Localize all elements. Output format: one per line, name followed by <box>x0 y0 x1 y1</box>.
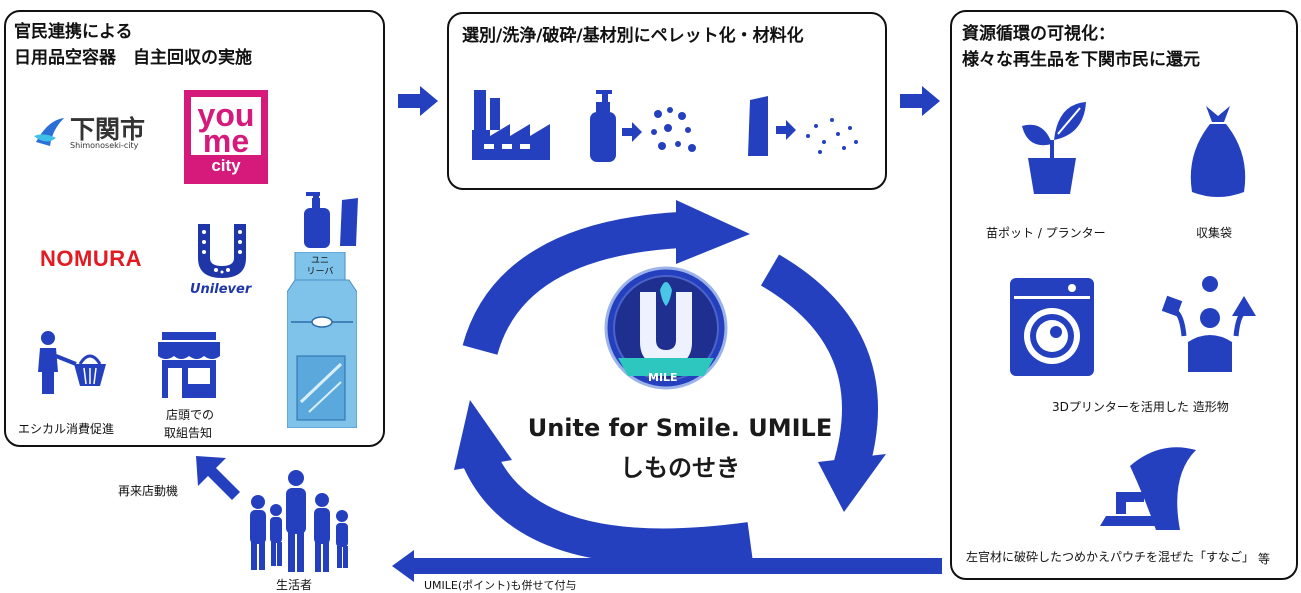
family-icon <box>250 470 348 572</box>
left-panel-heading-line2: 日用品空容器 自主回収の実施 <box>14 48 252 68</box>
plant-pot-icon <box>1022 102 1086 194</box>
shimonoseki-logo-text: 下関市 <box>70 115 146 144</box>
consumer-label: 生活者 <box>276 578 313 592</box>
left-panel-heading-line1: 官民連携による <box>14 22 133 42</box>
factory-icon <box>472 90 550 160</box>
youme-logo-city: city <box>191 155 261 177</box>
bottle-shred-icon <box>590 90 696 162</box>
bag-label: 収集袋 <box>1196 226 1233 240</box>
collection-bag-icon <box>1190 106 1246 197</box>
collection-box-label: ユニ リーバ <box>306 256 334 277</box>
shimonoseki-logo: 下関市 Shimonoseki-city <box>30 108 160 154</box>
youme-logo-me: me <box>202 123 250 159</box>
store-label-line1: 店頭での <box>166 408 215 422</box>
points-arrow <box>392 550 942 582</box>
middle-panel-heading: 選別/洗浄/破砕/基材別にペレット化・材料化 <box>462 26 804 46</box>
store-icon <box>158 332 220 398</box>
washing-machine-icon <box>1010 278 1094 376</box>
plaster-trowel-icon <box>1100 447 1196 530</box>
center-title-line1: Unite for Smile. UMILE <box>527 414 833 442</box>
middle-panel <box>447 12 887 190</box>
unilever-logo-text: Unilever <box>190 282 252 297</box>
plaster-label: 左官材に破砕したつめかえパウチを混ぜた「すなご」 <box>966 550 1255 564</box>
refill-pouch-icon <box>340 198 358 246</box>
arrow-right-icon-1 <box>398 86 438 116</box>
right-panel <box>950 10 1298 580</box>
pot-label: 苗ポット / プランター <box>986 226 1106 240</box>
center-title-line2: しものせき <box>620 454 740 482</box>
shopper-basket-icon <box>38 331 106 394</box>
shimonoseki-logo-sub: Shimonoseki-city <box>70 141 139 150</box>
right-panel-heading-line2: 様々な再生品を下関市民に還元 <box>962 50 1200 70</box>
cycle-arrows <box>454 200 886 565</box>
ethical-consumption-label: エシカル消費促進 <box>18 422 115 436</box>
youme-logo-you: you <box>197 97 255 133</box>
umile-logo-text: MILE <box>648 371 678 384</box>
points-label: UMILE(ポイント)も併せて付与 <box>424 579 577 592</box>
nomura-logo: NOMURA <box>40 246 142 271</box>
store-label-line2: 取組告知 <box>164 426 213 440</box>
printer-label: 3Dプリンターを活用した 造形物 <box>1052 400 1229 414</box>
arrow-right-icon-2 <box>900 86 940 116</box>
pouch-shred-icon <box>748 96 858 156</box>
youme-city-logo: you me city <box>184 90 268 184</box>
revisit-label: 再来店動機 <box>118 484 179 498</box>
bottle-icon <box>304 192 330 248</box>
right-panel-heading-line1: 資源循環の可視化： <box>962 24 1115 44</box>
juggling-person-icon <box>1162 276 1256 372</box>
etc-label: 等 <box>1258 552 1271 566</box>
unilever-logo: Unilever <box>186 222 258 302</box>
umile-logo <box>604 266 728 390</box>
arrow-up-left-icon <box>196 456 240 500</box>
collection-box <box>287 252 357 428</box>
